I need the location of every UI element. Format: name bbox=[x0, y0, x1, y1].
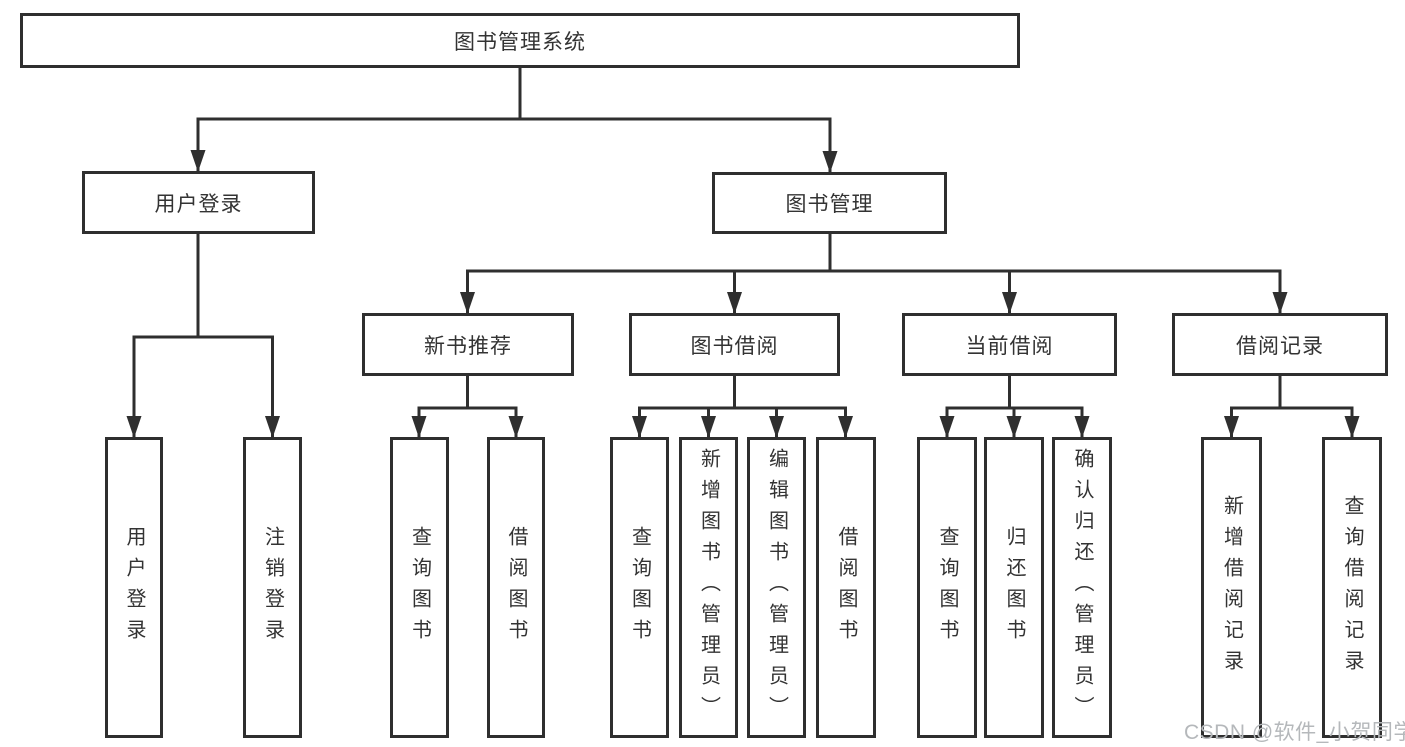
node-root: 图书管理系统 bbox=[20, 13, 1020, 68]
leaf-confirm-return-admin-label: 确认归还（管理员） bbox=[1071, 448, 1093, 727]
leaf-recommend-borrow-books: 借阅图书 bbox=[487, 437, 545, 738]
connector-root-to-level2 bbox=[190, 68, 838, 173]
connector-current-borrow-branch bbox=[939, 376, 1090, 438]
connector-book-borrow-branch bbox=[632, 376, 853, 438]
leaf-user-login-label: 用户登录 bbox=[123, 525, 145, 650]
connector-book-management-branch bbox=[460, 234, 1288, 314]
node-current-borrow-label: 当前借阅 bbox=[965, 334, 1054, 358]
leaf-current-query-books-label: 查询图书 bbox=[936, 525, 958, 650]
node-user-login: 用户登录 bbox=[82, 171, 315, 234]
connector-user-login-branch bbox=[126, 234, 280, 438]
node-book-management: 图书管理 bbox=[712, 172, 947, 234]
node-user-login-label: 用户登录 bbox=[154, 192, 243, 216]
leaf-recommend-query-books-label: 查询图书 bbox=[408, 525, 431, 650]
connector-borrow-records-branch bbox=[1224, 376, 1360, 438]
leaf-add-books-admin: 新增图书（管理员） bbox=[679, 437, 738, 738]
leaf-edit-books-admin-label: 编辑图书（管理员） bbox=[765, 448, 788, 727]
node-new-book-recommend: 新书推荐 bbox=[362, 313, 574, 376]
leaf-edit-books-admin: 编辑图书（管理员） bbox=[747, 437, 806, 738]
leaf-user-login: 用户登录 bbox=[105, 437, 163, 738]
node-current-borrow: 当前借阅 bbox=[902, 313, 1117, 376]
node-borrow-records-label: 借阅记录 bbox=[1236, 334, 1324, 358]
node-book-borrow: 图书借阅 bbox=[629, 313, 840, 376]
leaf-recommend-query-books: 查询图书 bbox=[390, 437, 449, 738]
node-borrow-records: 借阅记录 bbox=[1172, 313, 1388, 376]
leaf-borrow-query-books: 查询图书 bbox=[610, 437, 669, 738]
leaf-confirm-return-admin: 确认归还（管理员） bbox=[1052, 437, 1112, 738]
leaf-query-borrow-record-label: 查询借阅记录 bbox=[1341, 494, 1363, 681]
leaf-borrow-books-label: 借阅图书 bbox=[835, 525, 857, 650]
leaf-add-borrow-record: 新增借阅记录 bbox=[1201, 437, 1262, 738]
leaf-recommend-borrow-books-label: 借阅图书 bbox=[505, 525, 527, 650]
leaf-logout-label: 注销登录 bbox=[261, 525, 284, 650]
leaf-add-books-admin-label: 新增图书（管理员） bbox=[697, 448, 720, 727]
node-book-management-label: 图书管理 bbox=[785, 193, 874, 216]
leaf-return-books-label: 归还图书 bbox=[1003, 525, 1025, 650]
node-root-label: 图书管理系统 bbox=[454, 30, 586, 54]
leaf-query-borrow-record: 查询借阅记录 bbox=[1322, 437, 1382, 738]
leaf-current-query-books: 查询图书 bbox=[917, 437, 977, 738]
node-book-borrow-label: 图书借阅 bbox=[690, 334, 779, 358]
leaf-add-borrow-record-label: 新增借阅记录 bbox=[1220, 494, 1243, 681]
node-new-book-recommend-label: 新书推荐 bbox=[424, 334, 512, 358]
leaf-logout: 注销登录 bbox=[243, 437, 302, 738]
watermark: CSDN @软件_小贺同学 bbox=[1184, 721, 1405, 744]
leaf-borrow-books: 借阅图书 bbox=[816, 437, 876, 738]
leaf-borrow-query-books-label: 查询图书 bbox=[628, 525, 651, 650]
connector-new-book-recommend-branch bbox=[411, 376, 524, 438]
leaf-return-books: 归还图书 bbox=[984, 437, 1044, 738]
